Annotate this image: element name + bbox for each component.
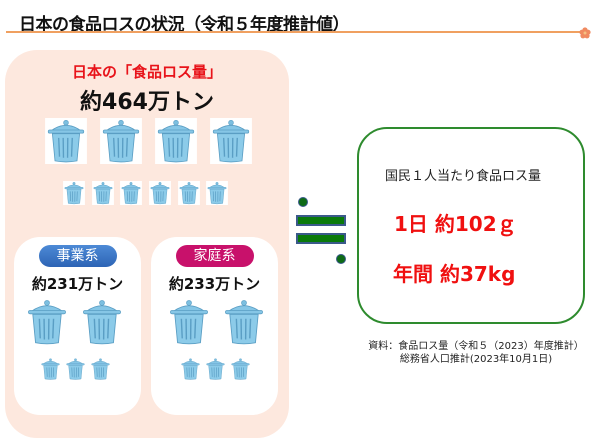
trash-can-icon [149, 181, 171, 205]
per-capita-daily: 1日 約102ｇ [394, 212, 517, 236]
flower-icon [579, 27, 591, 39]
trash-can-icon [100, 118, 142, 164]
trash-can-icon [90, 357, 111, 381]
equals-dot-top [298, 197, 308, 207]
household-amount: 約233万トン [168, 275, 261, 293]
source-note: 資料：食品ロス量（令和５（2023）年度推計） 総務省人口推計(2023年10月… [352, 340, 600, 366]
source-line-2: 総務省人口推計(2023年10月1日) [399, 354, 553, 365]
business-badge: 事業系 [38, 245, 117, 267]
equals-dot-bottom [336, 254, 346, 264]
trash-can-icon [167, 298, 211, 346]
household-badge: 家庭系 [175, 245, 254, 267]
trash-can-icon [206, 181, 228, 205]
total-heading: 日本の「食品ロス量」 [71, 63, 222, 81]
title-underline [6, 31, 584, 33]
total-amount: 約464万トン [80, 90, 214, 115]
trash-can-icon [40, 357, 61, 381]
trash-can-icon [63, 181, 85, 205]
business-amount: 約231万トン [31, 275, 124, 293]
trash-can-icon [205, 357, 226, 381]
trash-can-icon [210, 118, 252, 164]
page-title: 日本の食品ロスの状況（令和５年度推計値） [19, 15, 350, 35]
trash-can-icon [180, 357, 201, 381]
per-capita-yearly: 年間 約37kg [393, 262, 516, 286]
trash-can-icon [80, 298, 124, 346]
trash-can-icon [25, 298, 69, 346]
source-line-1: 資料：食品ロス量（令和５（2023）年度推計） [368, 341, 584, 352]
trash-can-icon [65, 357, 86, 381]
per-capita-panel [357, 127, 585, 324]
trash-can-icon [155, 118, 197, 164]
trash-can-icon [92, 181, 114, 205]
equals-bar-bottom [296, 233, 346, 244]
equals-bar-top [296, 215, 346, 226]
trash-can-icon [45, 118, 87, 164]
per-capita-label: 国民１人当たり食品ロス量 [385, 169, 542, 184]
trash-can-icon [222, 298, 266, 346]
trash-can-icon [230, 357, 251, 381]
trash-can-icon [178, 181, 200, 205]
trash-can-icon [120, 181, 142, 205]
